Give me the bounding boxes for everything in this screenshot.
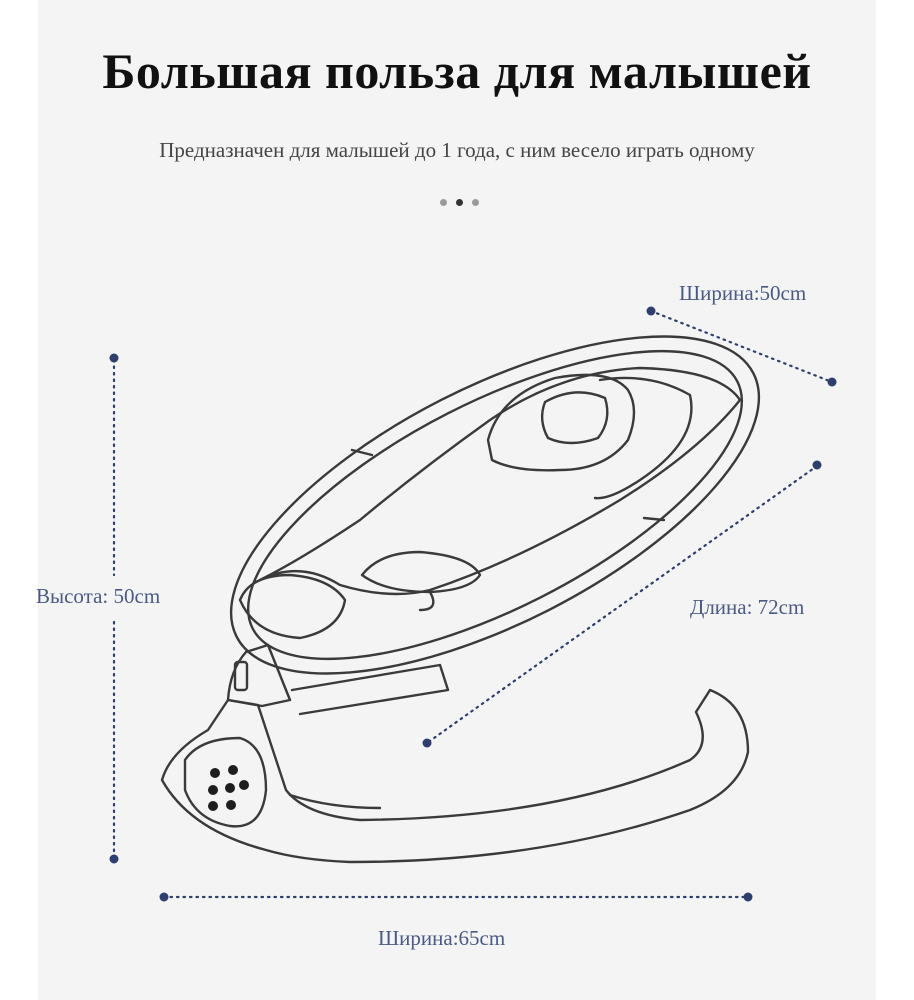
control-switch (233, 660, 249, 692)
harness-strap (418, 590, 435, 612)
headrest-insert (540, 391, 609, 445)
cross-bar (290, 663, 450, 716)
bottom-width-label: Ширина:65cm (378, 926, 506, 950)
speaker-hole (210, 768, 220, 778)
right-margin-band (876, 0, 914, 1000)
pagination-dot-active[interactable] (456, 199, 463, 206)
speaker-housing (183, 736, 268, 828)
speaker-grill (208, 765, 249, 811)
seat-lower-pad (238, 573, 347, 640)
top-width-line (649, 309, 834, 384)
speaker-hole (225, 783, 235, 793)
speaker-hole (228, 765, 238, 775)
endpoint-dot (159, 892, 169, 902)
headrest-side (593, 376, 693, 500)
seat-fabric (258, 366, 742, 596)
pagination-dot[interactable] (472, 199, 479, 206)
endpoint-dot (422, 738, 432, 748)
speaker-hole (208, 785, 218, 795)
speaker-hole (226, 800, 236, 810)
height-label: Высота: 50cm (36, 584, 161, 608)
dimension-endpoints (109, 306, 837, 902)
ring-tick (642, 516, 666, 522)
endpoint-dot (109, 854, 119, 864)
endpoint-dot (827, 377, 837, 387)
rocker-outline (160, 335, 761, 864)
length-label: Длина: 72cm (690, 595, 805, 619)
endpoint-dot (646, 306, 656, 316)
top-width-label: Ширина:50cm (679, 281, 807, 305)
endpoint-dot (812, 460, 822, 470)
page-subtitle: Предназначен для малышей до 1 года, с ни… (159, 138, 755, 162)
headrest (486, 373, 636, 472)
seat-inner-ring (246, 349, 744, 661)
length-line (425, 464, 819, 745)
pagination-dot[interactable] (440, 199, 447, 206)
support-arm (226, 643, 292, 708)
pagination-dots (440, 199, 479, 206)
page-title: Большая польза для малышей (102, 43, 812, 99)
harness-buckle (360, 550, 482, 594)
dimension-lines (112, 309, 834, 899)
speaker-hole (239, 780, 249, 790)
rocker-base-inner (288, 793, 382, 810)
left-margin-band (0, 0, 38, 1000)
ring-tick (350, 448, 374, 457)
speaker-hole (208, 801, 218, 811)
endpoint-dot (743, 892, 753, 902)
endpoint-dot (109, 353, 119, 363)
seat-outer-ring (229, 335, 761, 675)
rocker-base (160, 688, 750, 864)
